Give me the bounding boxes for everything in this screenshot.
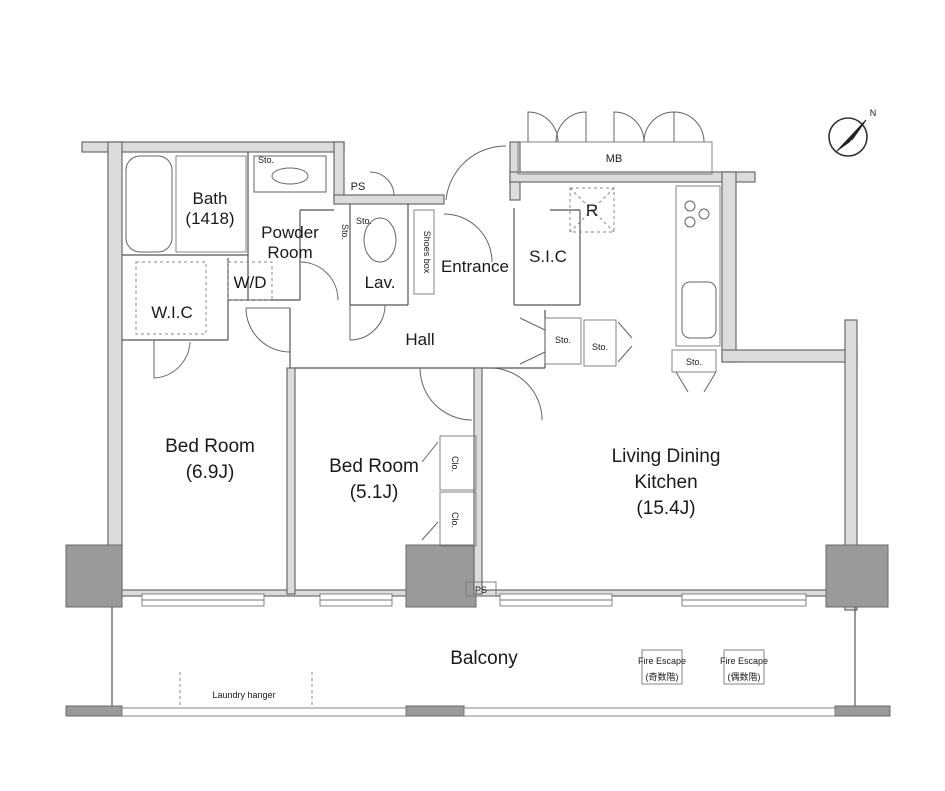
north-arrow-icon: N	[828, 108, 877, 157]
fire-escape-label-1: Fire Escape	[638, 656, 686, 666]
shoes-box-label: Shoes box	[422, 231, 432, 274]
windows	[141, 593, 807, 607]
sto-label-hall-1: Sto.	[555, 335, 571, 345]
columns	[65, 544, 889, 608]
clo-label-1: Clo.	[450, 456, 460, 472]
sto-label-kitchen: Sto.	[686, 357, 702, 367]
room-labels: Bath (1418) Sto. Powder Room W/D W.I.C P…	[151, 153, 768, 700]
refrigerator-label: R	[586, 201, 598, 220]
sto-label-hall-2: Sto.	[592, 342, 608, 352]
mb-label: MB	[606, 153, 623, 165]
bedroom-2-size-label: (5.1J)	[350, 482, 399, 503]
ps-label-top: PS	[351, 181, 366, 193]
bedroom-1-size-label: (6.9J)	[186, 462, 235, 483]
ldk-size-label: (15.4J)	[636, 498, 695, 519]
powder-room-label: Powder	[261, 223, 319, 242]
sic-label: S.I.C	[529, 247, 567, 266]
hall-label: Hall	[405, 330, 434, 349]
bedroom-2-label: Bed Room	[329, 456, 419, 477]
sto-label-powder: Sto.	[258, 155, 274, 165]
fire-escape-odd-label: (奇数階)	[646, 671, 679, 682]
sto-label-lav-2: Sto.	[356, 216, 372, 226]
fire-escape-label-2: Fire Escape	[720, 656, 768, 666]
ps-label-bottom: PS	[475, 585, 487, 595]
wic-label: W.I.C	[151, 303, 193, 322]
fire-escape-even-label: (偶数階)	[728, 671, 761, 682]
balcony	[65, 607, 891, 717]
ldk-label: Living Dining	[612, 446, 721, 467]
wd-label: W/D	[233, 273, 266, 292]
bedroom-1-label: Bed Room	[165, 436, 255, 457]
ldk-label-2: Kitchen	[634, 472, 697, 493]
laundry-hanger-label: Laundry hanger	[212, 690, 275, 700]
compass-n-label: N	[870, 108, 877, 118]
entrance-label: Entrance	[441, 257, 509, 276]
lav-label: Lav.	[365, 273, 396, 292]
doors[interactable]	[153, 111, 717, 541]
sto-label-lav-1: Sto.	[340, 224, 350, 240]
bath-label: Bath	[193, 189, 228, 208]
bath-size-label: (1418)	[185, 209, 234, 228]
clo-label-2: Clo.	[450, 512, 460, 528]
balcony-label: Balcony	[450, 648, 518, 669]
fixtures	[125, 141, 721, 373]
powder-room-label-2: Room	[267, 243, 312, 262]
